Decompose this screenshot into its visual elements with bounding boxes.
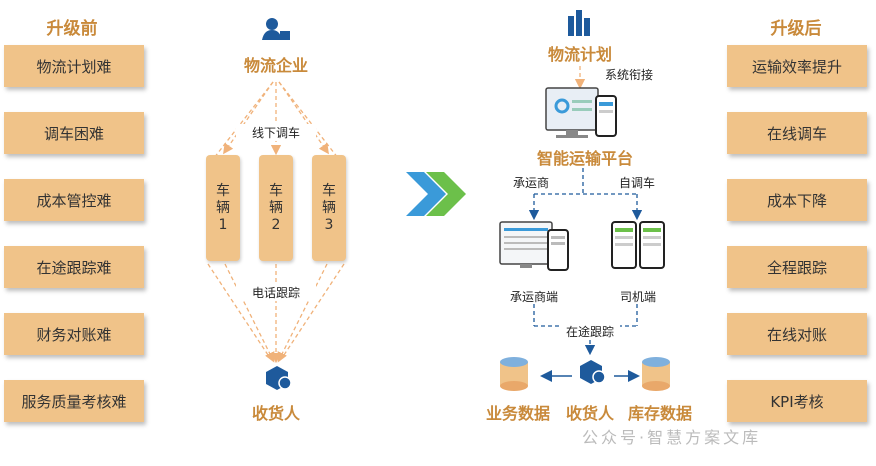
after-item-5: 在线对账 [727, 313, 867, 355]
before-item-2: 调车困难 [4, 112, 144, 154]
transition-chevrons [406, 172, 466, 216]
plan-icon [568, 10, 590, 36]
before-item-5: 财务对账难 [4, 313, 144, 355]
driver-device-icon [611, 221, 665, 269]
consignee-label-new: 收货人 [565, 404, 614, 423]
platform-device-icon [545, 87, 617, 138]
after-title: 升级后 [770, 19, 822, 39]
before-item-3: 成本管控难 [4, 179, 144, 221]
in-transit-tracking-label: 在途跟踪 [560, 323, 620, 340]
consignee-icon-old [266, 366, 292, 390]
before-title: 升级前 [46, 19, 98, 39]
phone-tracking-label: 电话跟踪 [236, 284, 316, 301]
carrier-end-label: 承运商端 [509, 290, 558, 304]
after-item-6: KPI考核 [727, 380, 867, 422]
business-data-label: 业务数据 [485, 404, 550, 423]
driver-end-label: 司机端 [619, 290, 656, 304]
system-link-label: 系统衔接 [604, 68, 653, 82]
smart-transport-platform-label: 智能运输平台 [536, 149, 633, 168]
inventory-data-label: 库存数据 [627, 404, 692, 423]
business-data-db-icon [500, 357, 528, 391]
before-item-6: 服务质量考核难 [4, 380, 144, 422]
logistics-enterprise-label: 物流企业 [243, 56, 308, 75]
logistics-plan-label: 物流计划 [547, 45, 612, 64]
after-item-3: 成本下降 [727, 179, 867, 221]
self-dispatch-label: 自调车 [618, 176, 655, 190]
carrier-device-icon [499, 221, 569, 271]
after-item-2: 在线调车 [727, 112, 867, 154]
before-item-4: 在途跟踪难 [4, 246, 144, 288]
consignee-label-old: 收货人 [251, 404, 300, 423]
after-item-4: 全程跟踪 [727, 246, 867, 288]
carrier-label: 承运商 [512, 176, 549, 190]
watermark: 公众号·智慧方案文库 [582, 428, 762, 447]
after-item-1: 运输效率提升 [727, 45, 867, 87]
before-item-1: 物流计划难 [4, 45, 144, 87]
old-flow-arrows [207, 81, 345, 364]
enterprise-icon [262, 18, 290, 40]
consignee-icon-new [580, 360, 606, 384]
offline-dispatch-label: 线下调车 [236, 124, 316, 141]
inventory-data-db-icon [642, 357, 670, 391]
